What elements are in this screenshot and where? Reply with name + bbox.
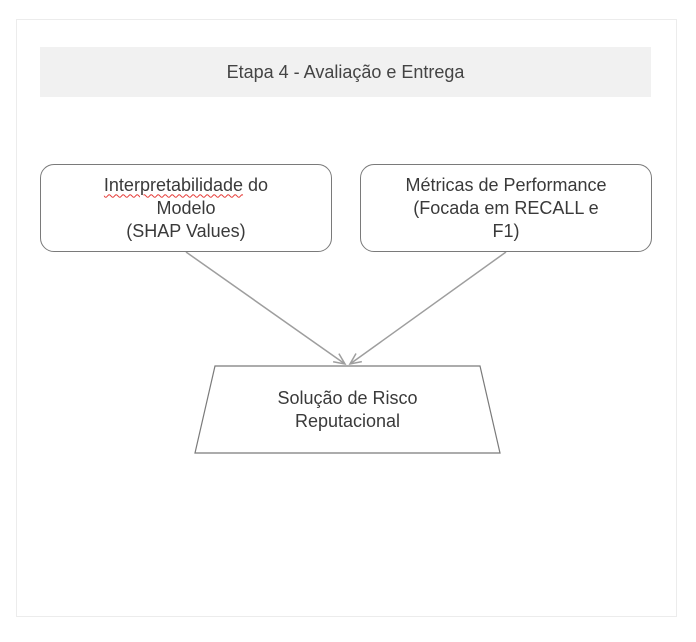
interpretability-word-suffix: do [243,174,269,195]
metrics-line-2: (Focada em RECALL e [413,197,599,218]
diagram-canvas [16,19,677,617]
interpretability-node: Interpretabilidade do Modelo (SHAP Value… [40,164,332,252]
solution-line-1: Solução de Risco [277,387,418,408]
solution-line-2: Reputacional [294,410,401,431]
stage-header: Etapa 4 - Avaliação e Entrega [40,47,651,97]
interpretability-word: Interpretabilidade [103,174,244,195]
metrics-line-3: F1) [492,220,520,241]
metrics-line-1: Métricas de Performance [405,174,607,195]
interpretability-line-3: (SHAP Values) [126,220,246,241]
metrics-node: Métricas de Performance (Focada em RECAL… [360,164,652,252]
stage-title: Etapa 4 - Avaliação e Entrega [226,61,465,82]
interpretability-line-2: Modelo [156,197,216,218]
solution-node: Solução de Risco Reputacional [195,366,500,453]
